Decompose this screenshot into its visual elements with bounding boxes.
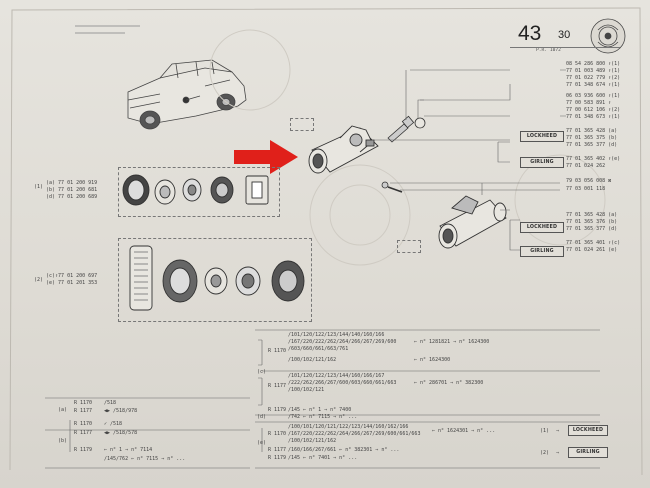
page-number: 43 — [518, 22, 542, 45]
ref-line: 06 03 936 600 ↑(1) — [566, 93, 621, 99]
model-code: R 1177 — [74, 430, 93, 436]
red-arrow-icon — [234, 140, 298, 174]
serial-range: ⇐ n° 1624300 — [414, 357, 451, 363]
variant-line: /145 ⇐ n° 1 ⇒ n° 7400 — [288, 407, 352, 413]
car-illustration — [127, 59, 247, 130]
legend-arrow: ⇒ — [556, 450, 560, 456]
model-code: R 1179 — [74, 447, 93, 453]
repair-kit-1-frame — [118, 167, 280, 217]
legend-arrow: ⇒ — [556, 428, 560, 434]
ref-line: 77 01 365 377 (d) — [566, 142, 618, 148]
table-label: (d) — [257, 414, 267, 420]
model-code: R 1177 — [268, 447, 287, 453]
variant-line: ◀▶ /518/978 — [104, 408, 138, 414]
variant-line: /222/262/266/267/600/603/660/661/663 — [288, 380, 397, 386]
repair-kit-2-drawing — [129, 245, 305, 311]
ref-line: 77 01 365 375 (b) — [566, 135, 618, 141]
table-label: (c) — [257, 369, 267, 375]
variant-line: ✓ /518 — [104, 421, 123, 427]
variant-line: /101/120/122/123/144/140/160/166 — [288, 332, 385, 338]
model-code: R 1177 — [268, 383, 287, 389]
variant-line: /167/220/222/262/264/266/267/269/600/661… — [288, 431, 421, 437]
legend-marker: (2) — [540, 450, 550, 456]
repair-kit-1-drawing — [122, 174, 269, 206]
kit-marker: (2) — [34, 277, 44, 283]
ref-line: 77 01 022 779 ↑(2) — [566, 75, 621, 81]
wheel-cylinder-2-drawing — [438, 195, 507, 249]
ref-line: (c)↑77 01 200 697 — [46, 273, 98, 279]
ref-line: (e) 77 01 201 353 — [46, 280, 98, 286]
girling-badge: GIRLING — [568, 447, 608, 458]
page-date: P.R. 1072 — [536, 48, 561, 53]
variant-line: /100/102/121 — [288, 387, 325, 393]
model-code: R 1170 — [268, 348, 287, 354]
ref-line: 77 01 365 377 (d) — [566, 226, 618, 232]
ref-line: 77 01 024 262 — [566, 163, 606, 169]
ref-line: (a) 77 01 200 919 — [46, 180, 98, 186]
lockheed-badge: LOCKHEED — [568, 425, 608, 436]
header-rule — [510, 47, 620, 48]
page-subnumber: 30 — [558, 29, 571, 41]
ref-line: 77 03 001 118 — [566, 186, 606, 192]
variant-line: /603/660/661/663/761 — [288, 346, 349, 352]
serial-range: ⇐ n° 1624301 ⇒ n° ... — [432, 428, 496, 434]
ref-line: 77 01 365 401 ↑(c) — [566, 240, 621, 246]
variant-line: /100/102/121/162 — [288, 438, 337, 444]
variant-line: ◀▶ /518/578 — [104, 430, 138, 436]
ref-line: 77 01 365 376 (b) — [566, 219, 618, 225]
model-code: R 1170 — [74, 421, 93, 427]
wheel-cylinder-1-drawing — [308, 125, 379, 174]
ref-line: 08 54 286 800 ↑(1) — [566, 61, 621, 67]
ref-line: 77 00 612 106 ↑(2) — [566, 107, 621, 113]
placeholder-box — [397, 240, 421, 253]
variant-line: /101/120/122/123/144/160/166/167 — [288, 373, 385, 379]
ref-line: 77 01 365 428 (a) — [566, 212, 618, 218]
serial-range: ⇐ n° 1281821 ⇒ n° 1624300 — [414, 339, 490, 345]
variant-line: /742 ⇐ n° 7115 ⇒ n° ... — [288, 414, 358, 420]
lockheed-badge: LOCKHEED — [520, 131, 564, 142]
brake-drum-icon — [590, 18, 626, 54]
ref-line: 77 01 365 402 ↑(e) — [566, 156, 621, 162]
model-code: R 1179 — [268, 407, 287, 413]
variant-line: /167/220/222/262/264/266/267/269/600 — [288, 339, 397, 345]
model-code: R 1170 — [268, 431, 287, 437]
table-label: (e) — [257, 440, 267, 446]
model-code: R 1177 — [74, 408, 93, 414]
ref-line: 77 01 003 489 ↑(1) — [566, 68, 621, 74]
variant-line: /160/166/267/661 ⇐ n° 382301 ⇒ n° ... — [288, 447, 400, 453]
table-label: (b) — [58, 438, 68, 444]
girling-badge: GIRLING — [520, 157, 564, 168]
legend-marker: (1) — [540, 428, 550, 434]
variant-line: /100/102/121/162 — [288, 357, 337, 363]
model-code: R 1179 — [268, 455, 287, 461]
ref-line: 77 01 348 673 ↑(1) — [566, 114, 621, 120]
ref-line: 77 01 365 428 (a) — [566, 128, 618, 134]
placeholder-box — [290, 118, 314, 131]
table-label: (a) — [58, 407, 68, 413]
ref-line: 77 00 583 891 ↑ — [566, 100, 612, 106]
lockheed-badge: LOCKHEED — [520, 222, 564, 233]
variant-line: /518 — [104, 400, 117, 406]
repair-kit-2-frame — [118, 238, 312, 322]
ref-line: 79 03 056 008 ⊠ — [566, 178, 612, 184]
kit-marker: (1) — [34, 184, 44, 190]
ref-line: 77 01 348 674 ↑(1) — [566, 82, 621, 88]
model-code: R 1170 — [74, 400, 93, 406]
ref-line: (d) 77 01 200 689 — [46, 194, 98, 200]
girling-badge: GIRLING — [520, 246, 564, 257]
ref-line: (b) 77 01 200 681 — [46, 187, 98, 193]
variant-line: /145 ⇐ n° 7401 ⇒ n° ... — [288, 455, 358, 461]
serial-range: ⇐ n° 286701 ⇒ n° 382300 — [414, 380, 484, 386]
variant-line: /100/101/120/121/122/123/144/160/162/166 — [288, 424, 409, 430]
variant-line: ⇐ n° 1 ⇒ n° 7114 — [104, 447, 153, 453]
ref-line: 77 01 024 261 (e) — [566, 247, 618, 253]
variant-line: /145/762 ⇐ n° 7115 ⇒ n° ... — [104, 456, 186, 462]
